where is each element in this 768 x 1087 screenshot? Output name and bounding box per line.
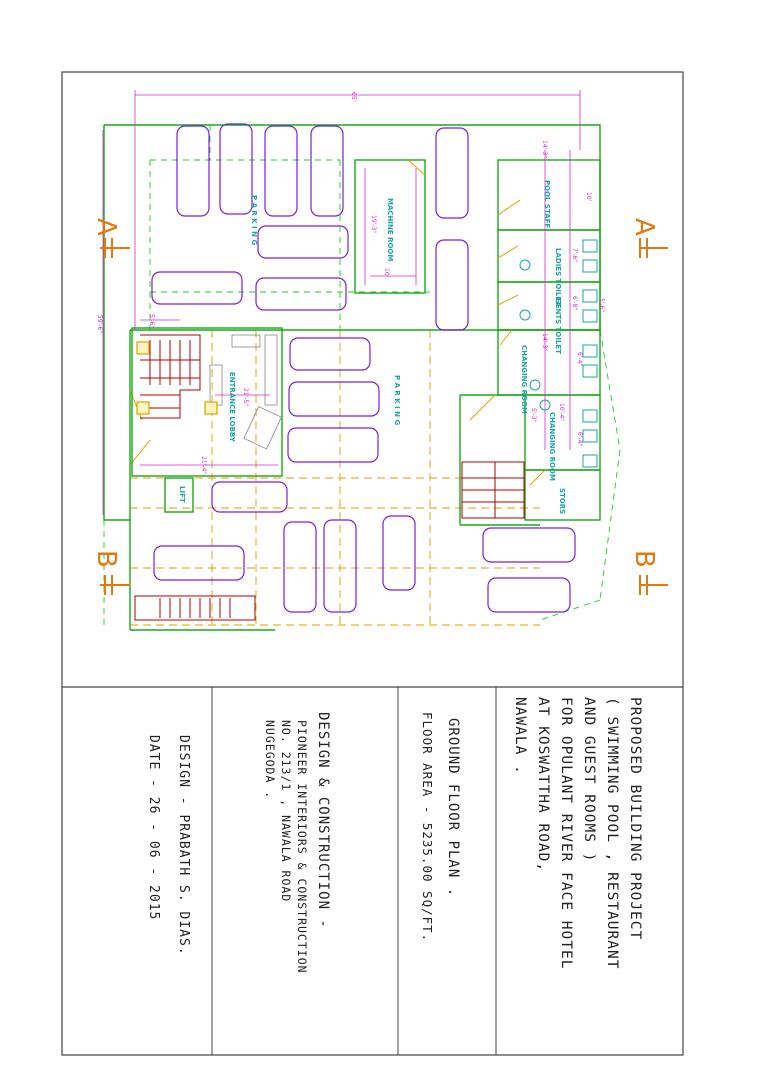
dim-lobby-b: 21'-4" <box>200 456 207 474</box>
car <box>153 545 245 581</box>
project-line: NAWALA . <box>512 697 528 775</box>
label-machine-room: MACHINE ROOM <box>386 198 394 261</box>
project-line: AT KOSWATTHA ROAD, <box>535 697 551 873</box>
car <box>288 381 380 417</box>
dim-machine-width: 10' <box>383 268 390 278</box>
project-line: PROPOSED BUILDING PROJECT <box>627 697 643 941</box>
car <box>487 577 571 613</box>
car <box>310 125 344 217</box>
car <box>289 337 371 371</box>
dim-right-f: 5'-3" <box>530 408 537 422</box>
section-a-right: A <box>629 218 659 236</box>
car <box>382 515 416 591</box>
dashed-walls <box>103 125 621 625</box>
car <box>219 123 253 215</box>
service-rooms <box>459 159 601 526</box>
section-b-right: B <box>629 550 659 568</box>
floor-area: FLOOR AREA - 5235.00 SQ/FT. <box>420 712 435 943</box>
dim-lobby-a: 21'-5" <box>242 388 249 406</box>
grid-lines <box>130 330 540 626</box>
dim-overall-depth: 59'-6" <box>96 315 103 333</box>
car <box>287 427 379 463</box>
car <box>211 481 288 513</box>
label-parking-upper: P A R K I N G <box>250 195 258 245</box>
entrance-lobby <box>131 327 283 477</box>
lift-shaft <box>164 477 194 513</box>
machine-room <box>354 159 426 294</box>
car <box>257 225 349 259</box>
sanitary-fixtures <box>519 239 598 468</box>
doors <box>129 199 546 486</box>
label-lift: LIFT <box>178 486 186 503</box>
plan-title: GROUND FLOOR PLAN . <box>445 718 461 898</box>
project-line: FOR OPULANT RIVER FACE HOTEL <box>558 697 574 970</box>
sheet-border <box>61 71 684 1056</box>
car <box>435 127 469 219</box>
dim-left-small: 5'-6" <box>148 314 155 328</box>
car <box>435 239 469 331</box>
label-stors: STORS <box>558 488 566 514</box>
car <box>176 125 210 217</box>
dimension-lines <box>102 90 581 515</box>
project-description: PROPOSED BUILDING PROJECT ( SWIMMING POO… <box>508 697 646 1047</box>
dim-right-b: 6'-4" <box>576 352 583 366</box>
dim-right-c: 5'-6" <box>598 298 605 312</box>
label-entrance-lobby: ENTRANCE LOBBY <box>228 372 236 443</box>
plan-title-block: GROUND FLOOR PLAN . FLOOR AREA - 5235.00… <box>414 712 466 1042</box>
design-construction-label: DESIGN & CONSTRUCTION - <box>315 712 331 929</box>
project-line: AND GUEST ROOMS ) <box>581 697 597 863</box>
car <box>283 521 317 613</box>
company-block: DESIGN & CONSTRUCTION - PIONEER INTERIOR… <box>262 712 336 1042</box>
section-marks <box>100 238 668 595</box>
designer-block: DESIGN - PRABATH S. DIAS. DATE - 26 - 06… <box>138 735 198 1035</box>
dim-overall-width: 65' <box>350 92 357 102</box>
label-gents-toilet: GENTS TOILET <box>554 298 562 354</box>
dim-right-e: 10'-4" <box>558 403 565 421</box>
parked-cars <box>151 123 576 613</box>
car <box>255 277 347 311</box>
dim-pool-staff-b: 10' <box>585 192 592 202</box>
section-b-left: B <box>91 550 121 568</box>
dim-changing-b: 6'-8" <box>571 296 578 310</box>
dim-changing-a: 14'-3" <box>541 333 548 351</box>
lobby-columns <box>136 341 218 415</box>
section-a-left: A <box>91 218 121 236</box>
company-line: NUGEGODA . <box>263 720 277 800</box>
label-changing-room-1: CHANGING ROOM <box>520 345 528 414</box>
car <box>482 527 576 563</box>
label-ladies-toilet: LADIES TOILET <box>554 248 562 306</box>
bottom-stairs <box>134 595 256 621</box>
project-line: ( SWIMMING POOL , RESTAURANT <box>604 697 620 970</box>
car <box>264 125 298 217</box>
car <box>151 271 243 305</box>
company-line: PIONEER INTERIORS & CONSTRUCTION <box>295 720 309 974</box>
label-parking-middle: P A R K I N G <box>393 375 401 425</box>
drawing-date: DATE - 26 - 06 - 2015 <box>146 735 161 921</box>
dim-machine-length: 19'-3" <box>370 215 377 233</box>
label-pool-staff: POOL STAFF <box>543 180 551 228</box>
dim-right-a: 7'-6" <box>571 248 578 262</box>
designer-name: DESIGN - PRABATH S. DIAS. <box>176 735 191 956</box>
car <box>323 519 357 613</box>
right-stairs <box>461 461 525 519</box>
dim-pool-staff-a: 14'-3" <box>541 140 548 158</box>
dim-right-d: 6'-4" <box>576 432 583 446</box>
floor-plan: A A B B P A R K I N G P A R K I N G MACH… <box>91 90 668 631</box>
label-changing-room-2: CHANGING ROOM <box>548 412 556 481</box>
company-line: NO. 213/1 , NAWALA ROAD <box>279 720 293 903</box>
